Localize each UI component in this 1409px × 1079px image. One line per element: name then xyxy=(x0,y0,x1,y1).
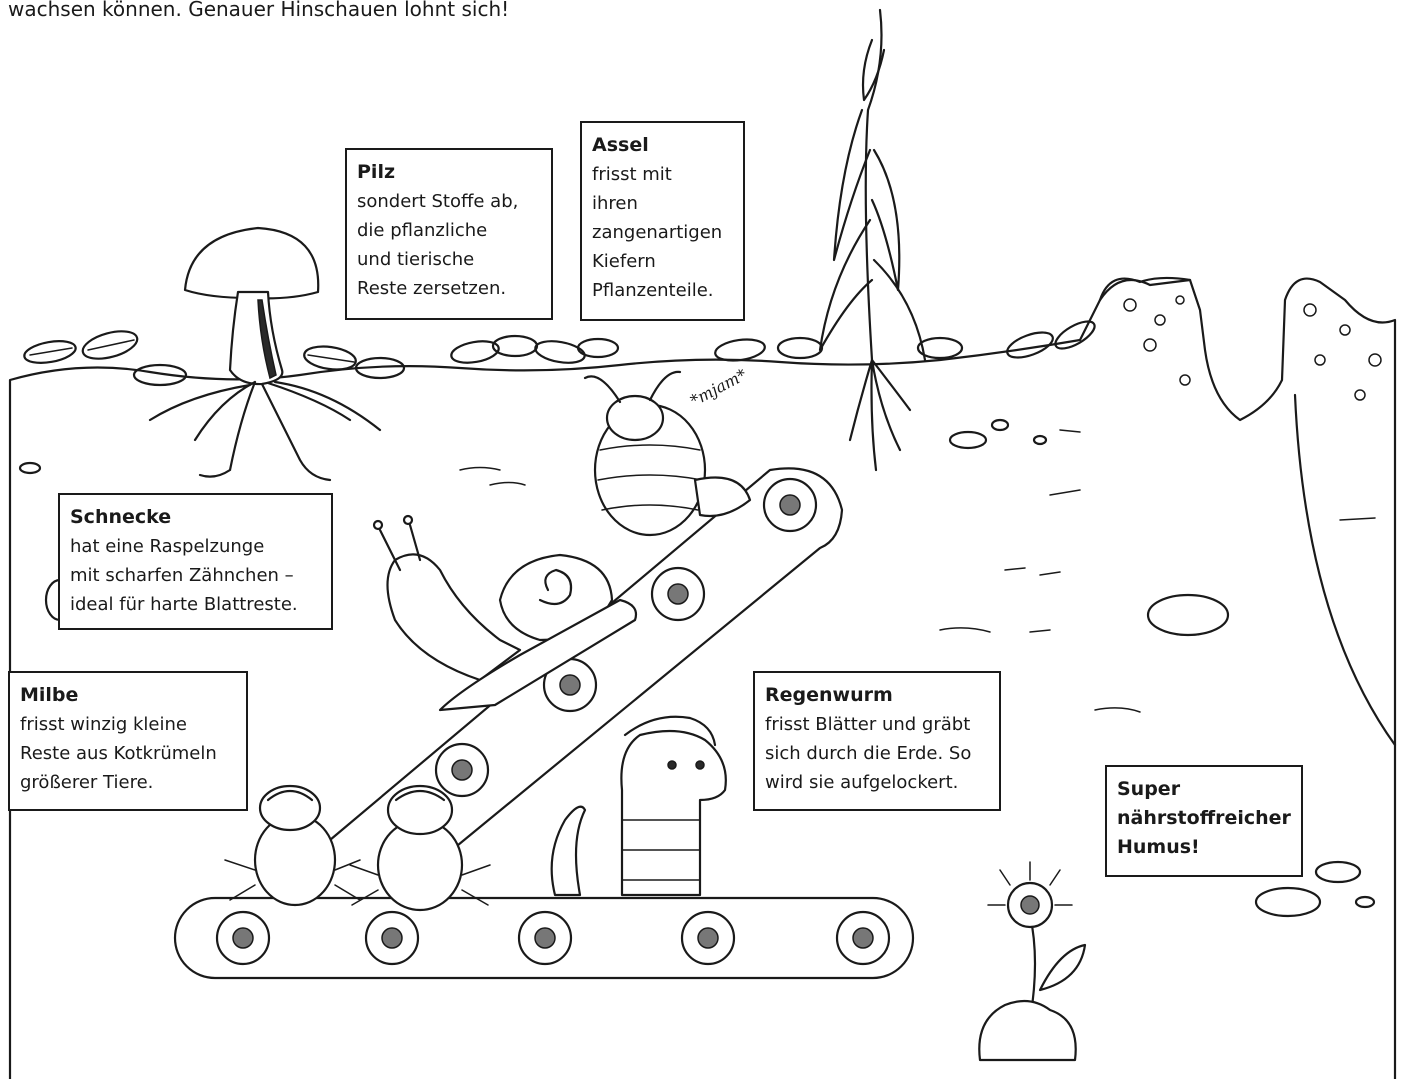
intro-text: wachsen können. Genauer Hinschauen lohnt… xyxy=(8,0,510,21)
label-schnecke: Schnecke hat eine Raspelzunge mit scharf… xyxy=(58,493,333,630)
surface-leaves xyxy=(23,320,1096,387)
label-assel-title: Assel xyxy=(592,134,649,156)
horizontal-conveyor-belt xyxy=(173,896,915,980)
label-schnecke-body: hat eine Raspelzunge mit scharfen Zähnch… xyxy=(70,536,298,615)
soil-texture-marks xyxy=(459,429,1376,713)
mite-drawing-left xyxy=(224,784,361,907)
compost-heap-left xyxy=(1098,276,1192,386)
wood-louse-drawing xyxy=(583,370,752,537)
label-regenwurm-title: Regenwurm xyxy=(765,684,893,706)
label-pilz: Pilz sondert Stoffe ab, die pflanzliche … xyxy=(345,148,553,320)
tall-plant-drawing xyxy=(818,8,927,472)
label-milbe: Milbe frisst winzig kleine Reste aus Kot… xyxy=(8,671,248,811)
label-regenwurm: Regenwurm frisst Blätter und gräbt sich … xyxy=(753,671,1001,811)
soil-cavity xyxy=(1293,393,1397,747)
label-regenwurm-body: frisst Blätter und gräbt sich durch die … xyxy=(765,714,972,793)
earthworm-drawing xyxy=(550,715,727,897)
slanted-conveyor-belt xyxy=(328,467,844,907)
mushroom-drawing xyxy=(148,226,382,482)
label-assel-body: frisst mit ihren zangenartigen Kiefern P… xyxy=(592,164,723,301)
mite-drawing-right xyxy=(349,784,491,912)
humus-flower-drawing xyxy=(978,861,1087,1062)
snail-drawing xyxy=(372,514,638,712)
label-humus: Super nährstoffreicher Humus! xyxy=(1105,765,1303,877)
label-schnecke-title: Schnecke xyxy=(70,506,172,528)
label-milbe-body: frisst winzig kleine Reste aus Kotkrümel… xyxy=(20,714,217,793)
compost-heap-right xyxy=(1303,303,1382,401)
label-assel: Assel frisst mit ihren zangenartigen Kie… xyxy=(580,121,745,321)
label-pilz-title: Pilz xyxy=(357,161,396,183)
label-humus-text: Super nährstoffreicher Humus! xyxy=(1117,778,1291,858)
label-pilz-body: sondert Stoffe ab, die pflanzliche und t… xyxy=(357,191,519,299)
label-milbe-title: Milbe xyxy=(20,684,79,706)
